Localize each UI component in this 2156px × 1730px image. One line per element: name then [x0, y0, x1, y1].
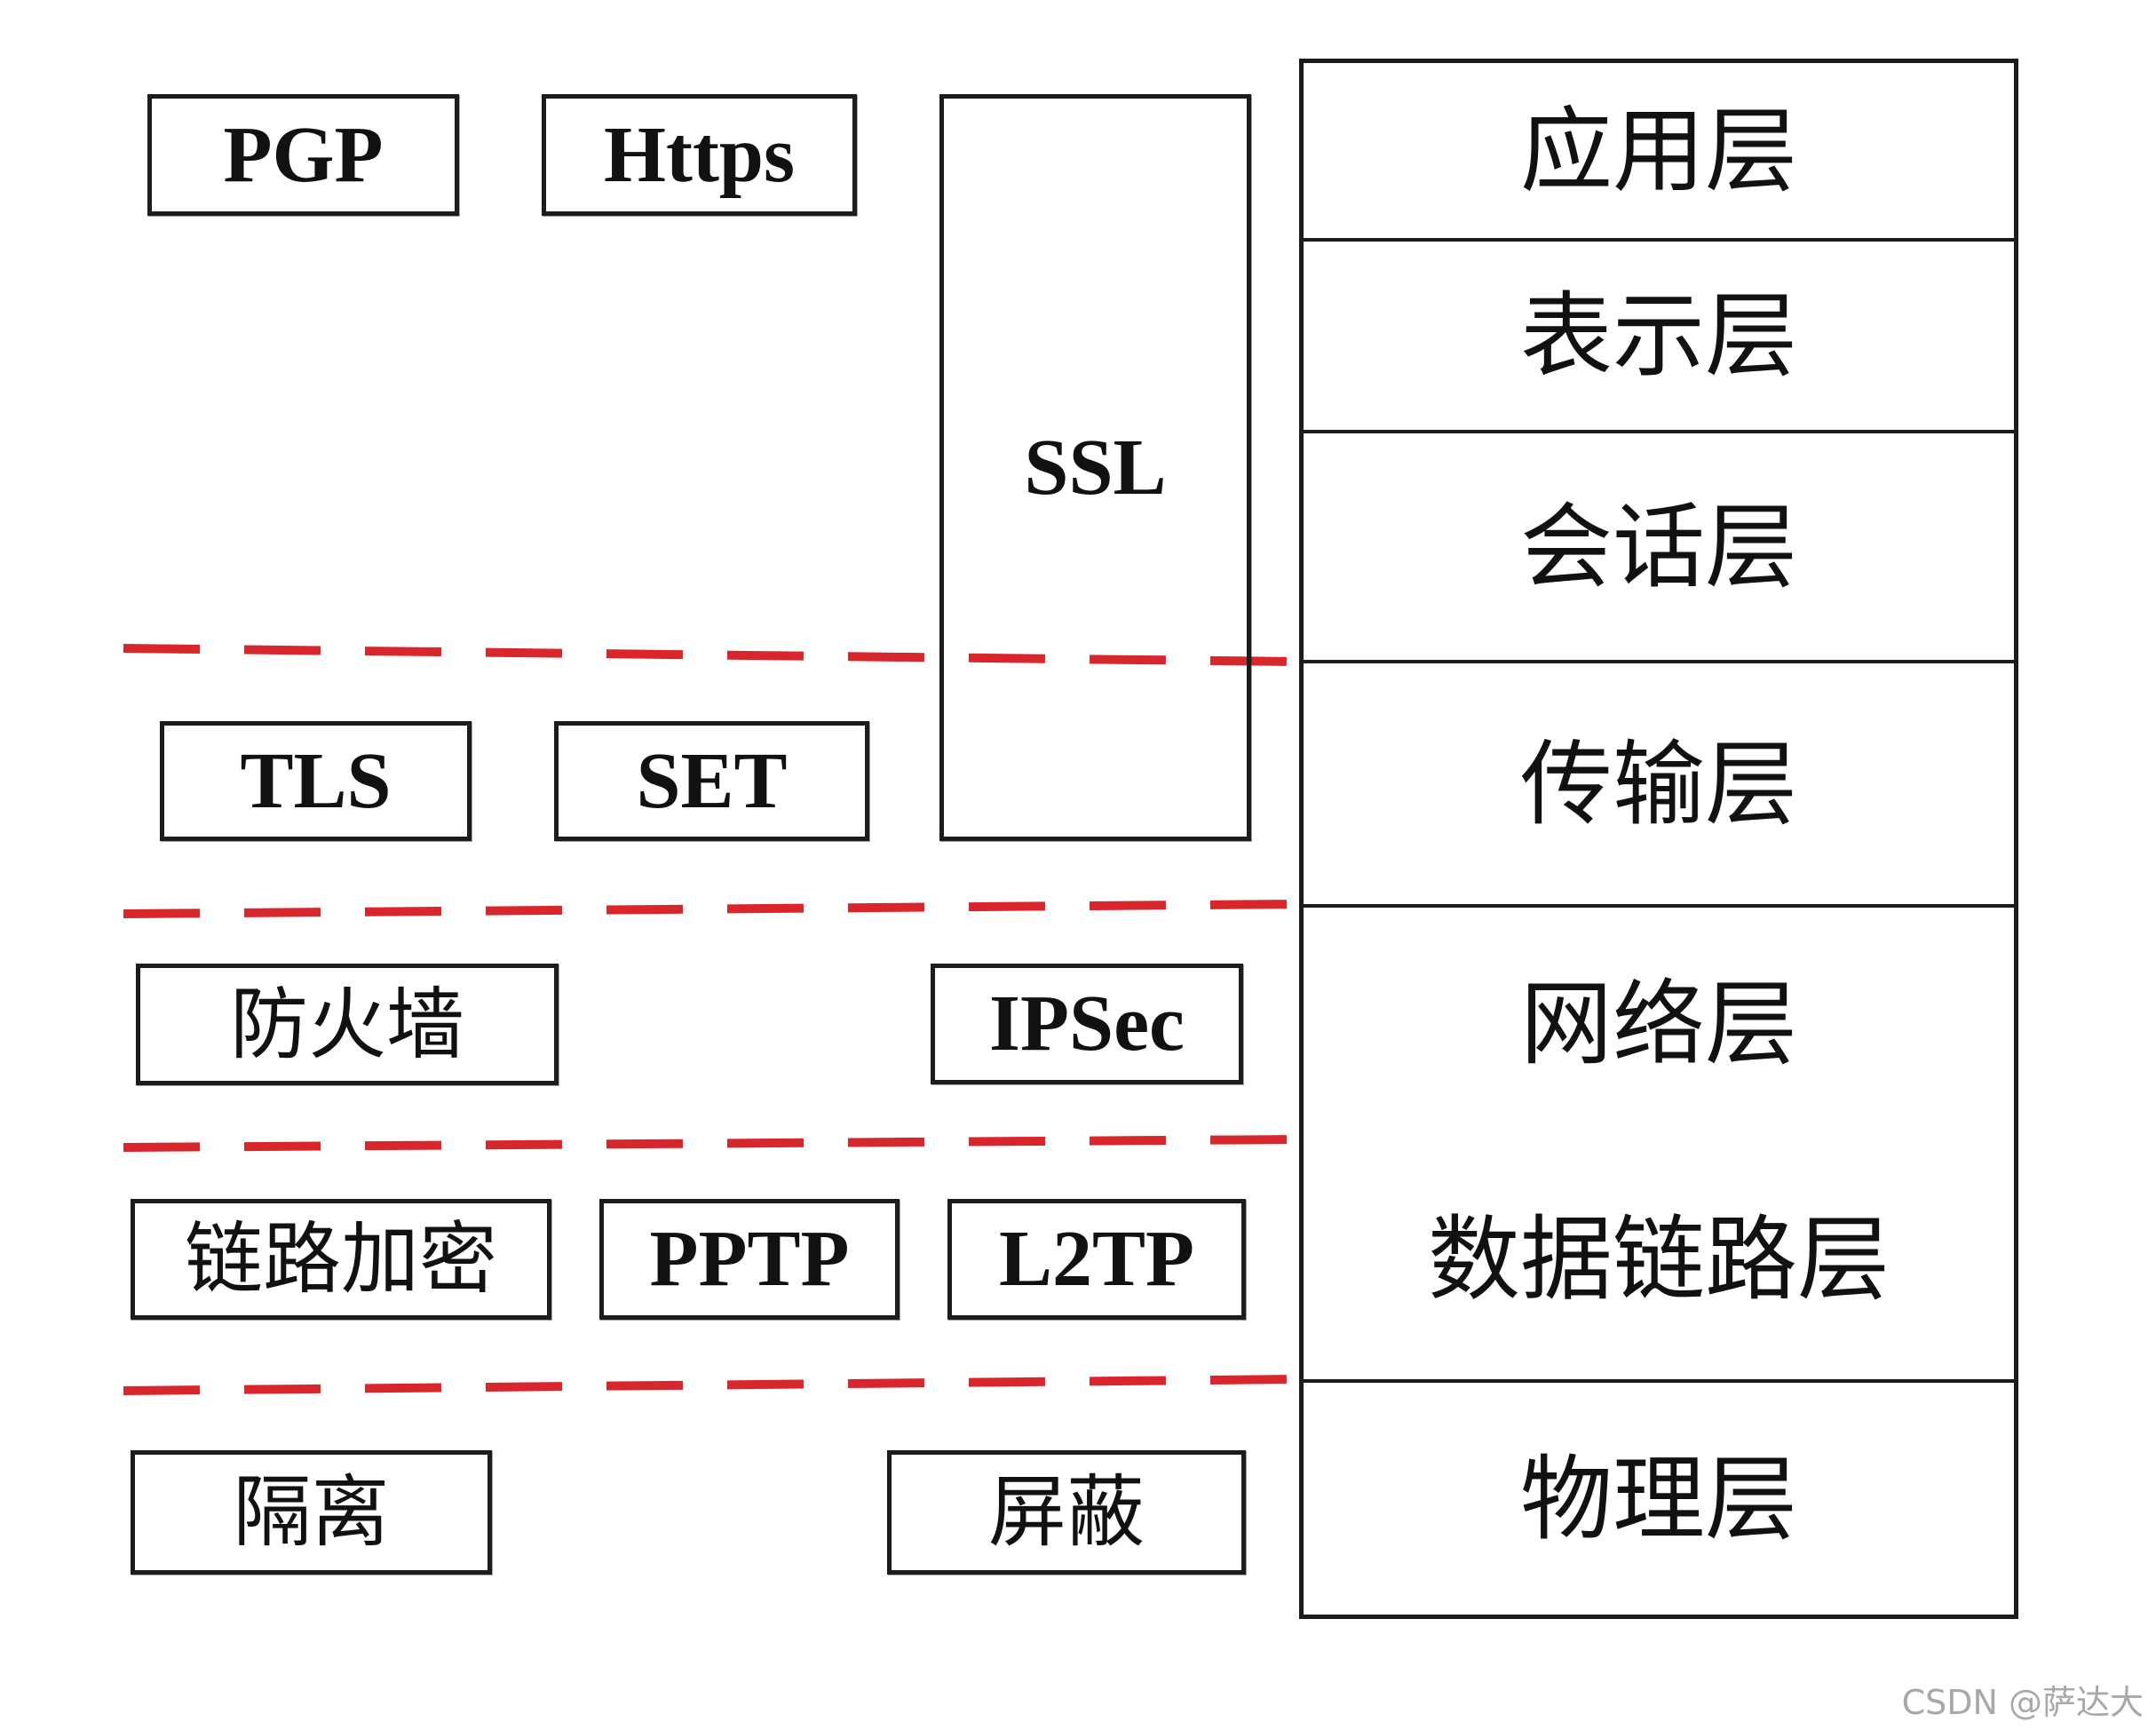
- shielding-box: 屏蔽: [887, 1450, 1246, 1575]
- tls-label: TLS: [240, 736, 392, 825]
- layer-network-label: 网络层: [1519, 969, 1797, 1078]
- layer-application: 应用层: [1304, 63, 2014, 238]
- set-label: SET: [636, 736, 788, 825]
- pptp-box: PPTP: [599, 1199, 900, 1320]
- divider-transport-network: [123, 900, 1300, 918]
- isolation-label: 隔离: [233, 1466, 390, 1558]
- isolation-box: 隔离: [131, 1450, 492, 1575]
- osi-layer-stack: 应用层 表示层 会话层 传输层 网络层 数据链路层 物理层: [1299, 59, 2018, 1619]
- https-label: Https: [603, 110, 796, 199]
- layer-data-link: 数据链路层: [1304, 1139, 2014, 1379]
- l2tp-box: L2TP: [947, 1199, 1246, 1320]
- ssl-box: SSL: [939, 94, 1251, 841]
- firewall-label: 防火墙: [229, 978, 464, 1070]
- https-box: Https: [542, 94, 857, 216]
- layer-application-label: 应用层: [1519, 96, 1797, 205]
- layer-transport: 传输层: [1304, 660, 2014, 904]
- pgp-label: PGP: [223, 110, 384, 199]
- layer-presentation-label: 表示层: [1519, 282, 1797, 390]
- layer-presentation: 表示层: [1304, 238, 2014, 430]
- ipsec-label: IPSec: [989, 980, 1185, 1067]
- ssl-label: SSL: [1024, 423, 1167, 512]
- tls-box: TLS: [160, 721, 472, 841]
- firewall-box: 防火墙: [136, 964, 559, 1085]
- ipsec-box: IPSec: [931, 964, 1243, 1084]
- layer-transport-label: 传输层: [1519, 729, 1797, 838]
- layer-network: 网络层: [1304, 904, 2014, 1139]
- divider-network-datalink: [123, 1135, 1300, 1152]
- layer-physical: 物理层: [1304, 1379, 2014, 1615]
- pgp-box: PGP: [147, 94, 459, 216]
- link-encryption-box: 链路加密: [131, 1199, 551, 1320]
- l2tp-label: L2TP: [998, 1215, 1195, 1303]
- watermark-text: CSDN @萨达大: [1901, 1683, 2144, 1722]
- set-box: SET: [554, 721, 869, 841]
- layer-session: 会话层: [1304, 430, 2014, 660]
- layer-data-link-label: 数据链路层: [1427, 1205, 1890, 1313]
- divider-datalink-physical: [123, 1375, 1300, 1395]
- shielding-label: 屏蔽: [987, 1466, 1145, 1558]
- layer-physical-label: 物理层: [1519, 1444, 1797, 1553]
- layer-session-label: 会话层: [1519, 492, 1797, 601]
- pptp-label: PPTP: [649, 1215, 850, 1303]
- link-encryption-label: 链路加密: [184, 1213, 497, 1305]
